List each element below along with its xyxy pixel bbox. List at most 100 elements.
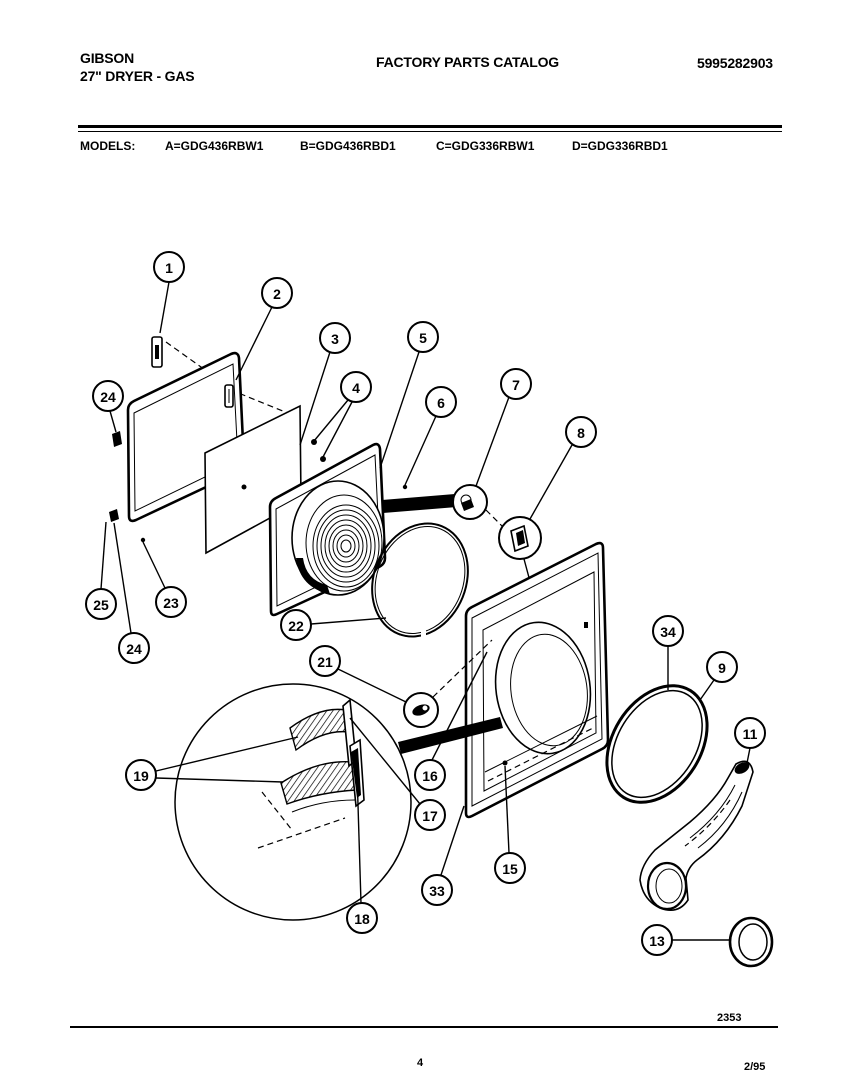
callout-number: 24 (100, 389, 116, 405)
callout-number: 33 (429, 883, 445, 899)
callout-number: 21 (317, 654, 333, 670)
lint-screen-rings (312, 504, 380, 588)
callout-number: 7 (512, 377, 520, 393)
leader-line (100, 521, 107, 590)
leader-line (159, 281, 170, 334)
callout-17: 17 (349, 717, 446, 831)
callout-circle (309, 645, 341, 677)
model-a: A=GDG436RBW1 (165, 139, 264, 153)
callout-number: 4 (352, 380, 360, 396)
callout-24-top: 24 (92, 380, 124, 433)
callout-circle (118, 632, 150, 664)
callout-circle (641, 924, 673, 956)
callout-circle (494, 852, 526, 884)
callout-7: 7 (475, 368, 532, 487)
leader-line (529, 444, 573, 520)
front-panel-part-5 (268, 442, 387, 617)
alignment-line-21 (432, 639, 493, 698)
model-c: C=GDG336RBW1 (436, 139, 535, 153)
page-number: 4 (417, 1057, 424, 1069)
duct-rib-2 (697, 791, 743, 849)
ring-part-22 (371, 522, 469, 640)
callout-number: 8 (577, 425, 585, 441)
callout-circle (407, 321, 439, 353)
callout-circle (425, 386, 457, 418)
callout-circle (500, 368, 532, 400)
duct-opening-inner (655, 868, 683, 904)
hinge-part-1 (151, 336, 163, 368)
hinge-alignment-line (165, 341, 301, 419)
hinge-slot (155, 345, 159, 359)
callout-circle (421, 874, 453, 906)
callout-3: 3 (299, 322, 351, 446)
screw-part-4-b (320, 456, 326, 462)
leader-line (113, 522, 132, 634)
leader-line (155, 777, 284, 783)
callout-circle (734, 717, 766, 749)
callout-23: 23 (142, 541, 187, 618)
callout-6: 6 (404, 386, 457, 486)
callout-number: 18 (354, 911, 370, 927)
alignment-line-7-8 (485, 509, 503, 527)
callout-circle (125, 759, 157, 791)
callout-24-bottom: 24 (113, 522, 150, 664)
callout-13: 13 (641, 924, 730, 956)
callout-circle (346, 902, 378, 934)
callout-number: 9 (718, 660, 726, 676)
callout-number: 1 (165, 260, 173, 276)
drawing-number: 2353 (717, 1012, 742, 1024)
model-b: B=GDG436RBD1 (300, 139, 396, 153)
inset-pointer (398, 717, 503, 754)
inset-alignment-line-2 (257, 817, 346, 849)
revision-date: 2/95 (744, 1061, 766, 1073)
leader-line (475, 396, 510, 487)
main-panel-window (482, 571, 597, 792)
callout-circle (280, 609, 312, 641)
callout-number: 11 (743, 726, 758, 742)
callout-8: 8 (529, 416, 597, 520)
screw-part-4-a (311, 439, 317, 445)
seal-outer (728, 916, 774, 968)
callout-number: 24 (126, 641, 142, 657)
leader-line (356, 771, 362, 904)
callout-circle (261, 277, 293, 309)
callout-number: 6 (437, 395, 445, 411)
switch-body (461, 499, 474, 511)
callout-9: 9 (699, 651, 738, 701)
callout-circle (92, 380, 124, 412)
callout-4: 4 (313, 371, 372, 458)
leader-line (313, 399, 349, 442)
callout-number: 16 (422, 768, 438, 784)
clip-part-24-bottom (109, 509, 119, 522)
callout-circle (706, 651, 738, 683)
front-panel-part-33 (464, 541, 610, 819)
inset-contour (291, 799, 356, 813)
callout-number: 2 (273, 286, 281, 302)
leader-line (404, 415, 437, 486)
callout-11: 11 (734, 717, 766, 764)
inset-alignment-line-1 (261, 791, 293, 831)
leader-line (310, 617, 387, 625)
header-rule-thin (78, 131, 782, 132)
panel-center-dot (241, 484, 247, 490)
seal-part-13 (728, 916, 774, 968)
callout-19: 19 (125, 736, 299, 791)
leader-line (504, 765, 510, 854)
ring-part-9 (605, 684, 709, 804)
leader-line (337, 668, 407, 703)
callout-circle (414, 759, 446, 791)
duct-opening (646, 861, 688, 911)
callout-circle (340, 371, 372, 403)
duct-cap (734, 762, 750, 774)
callout-21: 21 (309, 645, 407, 703)
duct-part-11 (639, 760, 754, 911)
leader-line (431, 651, 488, 761)
bracket-face (516, 530, 525, 546)
model-d: D=GDG336RBD1 (572, 139, 668, 153)
callout-34: 34 (652, 615, 684, 690)
ring-inner (374, 526, 466, 634)
screw-part-15 (502, 760, 508, 766)
leader-line (142, 541, 166, 589)
callout-circle (155, 586, 187, 618)
